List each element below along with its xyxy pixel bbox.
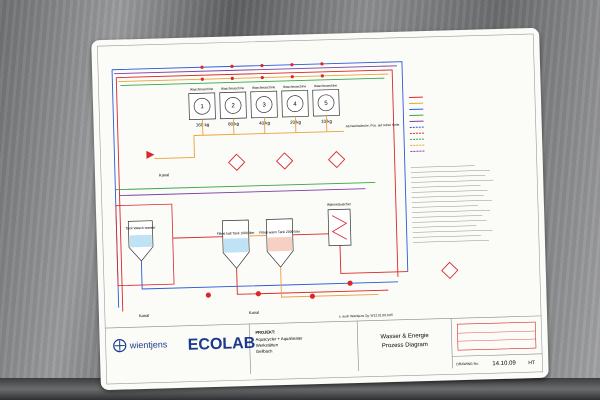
machine-4-name: Waschmaschine (283, 84, 307, 89)
diagram-frame (97, 33, 543, 385)
machine-1-number: 1 (200, 104, 204, 110)
machine-5-number: 5 (324, 101, 328, 107)
lower-pipes (115, 181, 408, 298)
machine-2-number: 2 (231, 103, 235, 109)
machine-5-name: Waschmaschine (314, 83, 338, 88)
drawing-date: 14.10.09 (492, 361, 516, 368)
pipe-legend (408, 96, 425, 152)
project-line-3: Geilbach (256, 348, 273, 353)
wientjens-brand: wientjens (129, 339, 168, 350)
drain-label-top: Kanal (159, 172, 169, 177)
machine-3-number: 3 (262, 102, 266, 108)
tank-filtrat-cold-label: Filtrat kalt Tank 1000 liter (217, 231, 256, 236)
tank-filtrat-warm: Filtrat warm Tank 2000 liter (259, 218, 301, 268)
tank-rinse: Tank Wasch wasser (115, 203, 175, 287)
revision-table (456, 321, 537, 351)
machine-3-name: Waschmaschine (252, 85, 276, 90)
warning-diamonds (228, 150, 459, 280)
drain-collector (154, 115, 344, 160)
drain-label-mid: Kanal (249, 310, 259, 315)
ecolab-brand: ECOLAB (188, 335, 256, 354)
process-diagram-label: Waschmaschine 1 160 kg Waschmaschine 2 8… (91, 27, 549, 391)
project-line-2: Werkstätten (256, 342, 279, 348)
top-header-pipes (111, 61, 409, 312)
drain-label-left: Kanal (139, 313, 149, 318)
header-valves (200, 62, 324, 81)
machine-4-number: 4 (293, 102, 297, 108)
drawing-number-label: DRAWING No: (456, 362, 479, 367)
project-line-1: Aquacycler + Aquaheater (256, 336, 304, 342)
heat-exchanger: Wärmetauscher (327, 202, 352, 247)
pump-icons (205, 280, 353, 299)
drawing-initials: HT (528, 360, 535, 366)
machine-2-name: Waschmaschine (221, 86, 245, 91)
process-diagram: Waschmaschine 1 160 kg Waschmaschine 2 8… (97, 33, 543, 385)
diagram-title-2: Prozess Diagram (382, 342, 428, 349)
heat-exchanger-label: Wärmetauscher (327, 202, 352, 207)
title-block: wientjens ECOLAB PROJEKT: Aquacycler + A… (113, 318, 543, 375)
footer-reference: s. auch Wientjens Zg. W12.01.00.3.05 (339, 313, 393, 319)
machine-1-name: Waschmaschine (190, 87, 214, 92)
machine-4: Waschmaschine 4 20 kg (281, 84, 309, 125)
tank-rinse-label: Tank Wasch wasser (125, 226, 156, 231)
project-heading: PROJEKT: (255, 329, 275, 335)
tank-filtrat-warm-label: Filtrat warm Tank 2000 liter (259, 230, 301, 235)
tank-filtrat-cold: Filtrat kalt Tank 1000 liter (217, 219, 256, 269)
diagram-title-1: Wasser & Energie (380, 333, 429, 340)
notes-block (410, 165, 494, 243)
rinse-note: Ab Nachwäsche, Pos. auf reiner Seite (346, 123, 400, 129)
pump-icon (146, 150, 155, 159)
wientjens-logo-icon (113, 339, 127, 353)
